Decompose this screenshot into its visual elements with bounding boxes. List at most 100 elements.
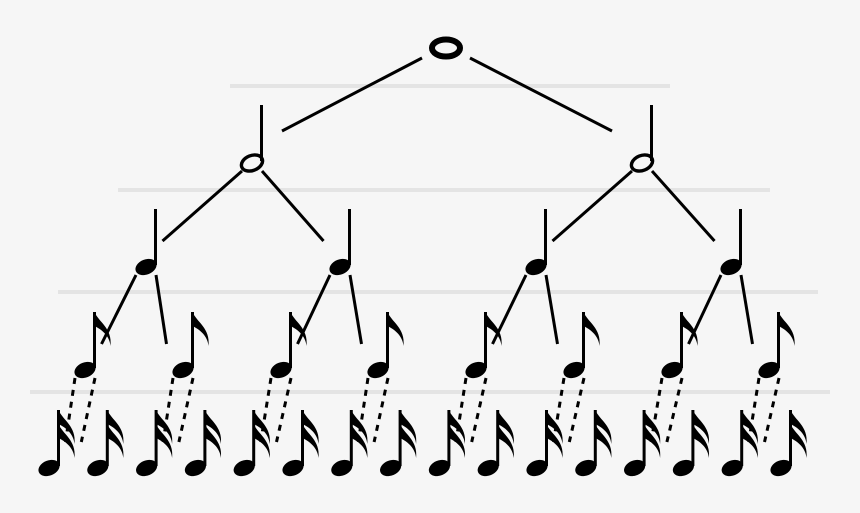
tree-edge — [356, 377, 370, 443]
sixteenth-note — [184, 410, 222, 477]
quarter-note — [135, 209, 157, 276]
tree-edge — [544, 274, 559, 345]
note-flag — [156, 424, 173, 458]
note-head — [525, 258, 547, 276]
note-flag — [583, 312, 600, 346]
note-flag — [692, 410, 710, 444]
note-head — [87, 459, 109, 477]
tree-edge — [260, 170, 325, 242]
note-head — [624, 459, 646, 477]
half-note — [629, 105, 655, 173]
note-head — [526, 459, 548, 477]
note-flag — [497, 424, 514, 458]
note-flag — [778, 312, 795, 346]
note-flag — [302, 424, 319, 458]
note-flag — [253, 410, 270, 444]
quarter-note — [525, 209, 547, 276]
note-flag — [681, 312, 698, 346]
note-head — [380, 459, 402, 477]
note-flag — [302, 410, 319, 444]
tree-edge — [739, 274, 754, 345]
guide-lines — [30, 84, 830, 394]
note-head — [135, 258, 157, 276]
tree-edge — [154, 274, 168, 345]
note-flag — [741, 424, 758, 458]
note-flag — [58, 410, 75, 444]
note-head — [477, 459, 499, 477]
note-flag — [644, 410, 661, 444]
sixteenth-note — [672, 410, 710, 477]
quarter-note — [720, 209, 742, 276]
note-head — [758, 361, 780, 379]
note-flag — [692, 424, 710, 458]
tree-edge — [79, 377, 97, 443]
tree-edge — [567, 377, 586, 443]
note-flag — [351, 410, 368, 444]
note-flag — [58, 424, 75, 458]
sixteenth-note — [282, 410, 319, 477]
note-flag — [290, 312, 307, 346]
note-head — [38, 459, 60, 477]
tree-connectors — [64, 56, 781, 443]
tree-edge — [281, 56, 423, 133]
note-head — [672, 459, 694, 477]
note-head — [720, 258, 742, 276]
eighth-note — [367, 312, 404, 379]
whole-note — [429, 36, 463, 60]
half-note — [239, 105, 265, 173]
tree-edge — [372, 377, 390, 443]
eighth-note — [563, 312, 600, 379]
note-flag — [448, 410, 466, 444]
tree-edge — [64, 377, 77, 443]
note-head — [721, 459, 743, 477]
note-head — [465, 361, 487, 379]
eighth-note — [74, 312, 111, 379]
note-flag — [595, 424, 612, 458]
tree-edge — [763, 377, 781, 443]
note-flag — [94, 312, 111, 346]
note-flag — [790, 424, 807, 458]
sixteenth-note — [233, 410, 270, 477]
tree-edge — [348, 274, 363, 345]
note-head — [172, 361, 194, 379]
sixteenth-note — [575, 410, 612, 477]
note-head — [331, 459, 353, 477]
sixteenth-note — [477, 410, 514, 477]
note-head — [429, 36, 463, 60]
sixteenth-note — [136, 410, 173, 477]
note-head — [428, 459, 450, 477]
note-flag — [644, 424, 661, 458]
note-flag — [351, 424, 368, 458]
sixteenth-note — [624, 410, 661, 477]
eighth-note — [661, 312, 698, 379]
tree-edge — [665, 377, 684, 443]
note-flag — [790, 410, 807, 444]
note-flag — [546, 410, 563, 444]
note-flag — [387, 312, 404, 346]
tree-notes — [38, 36, 807, 477]
note-flag — [741, 410, 758, 444]
eighth-note — [172, 312, 209, 379]
note-flag — [485, 312, 502, 346]
note-head — [563, 361, 585, 379]
sixteenth-note — [526, 410, 563, 477]
note-head — [329, 258, 351, 276]
note-head — [270, 361, 292, 379]
eighth-note — [758, 312, 795, 379]
tree-edge — [470, 377, 488, 443]
sixteenth-note — [87, 410, 124, 477]
note-flag — [546, 424, 563, 458]
tree-edge — [454, 377, 468, 443]
note-head — [233, 459, 255, 477]
sixteenth-note — [428, 410, 466, 477]
tree-edge — [161, 169, 243, 243]
note-flag — [107, 410, 124, 444]
sixteenth-note — [380, 410, 417, 477]
tree-edge — [469, 56, 613, 133]
sixteenth-note — [770, 410, 807, 477]
tree-edge — [551, 169, 633, 243]
tree-edge — [177, 377, 195, 443]
note-flag — [156, 410, 173, 444]
sixteenth-note — [331, 410, 368, 477]
